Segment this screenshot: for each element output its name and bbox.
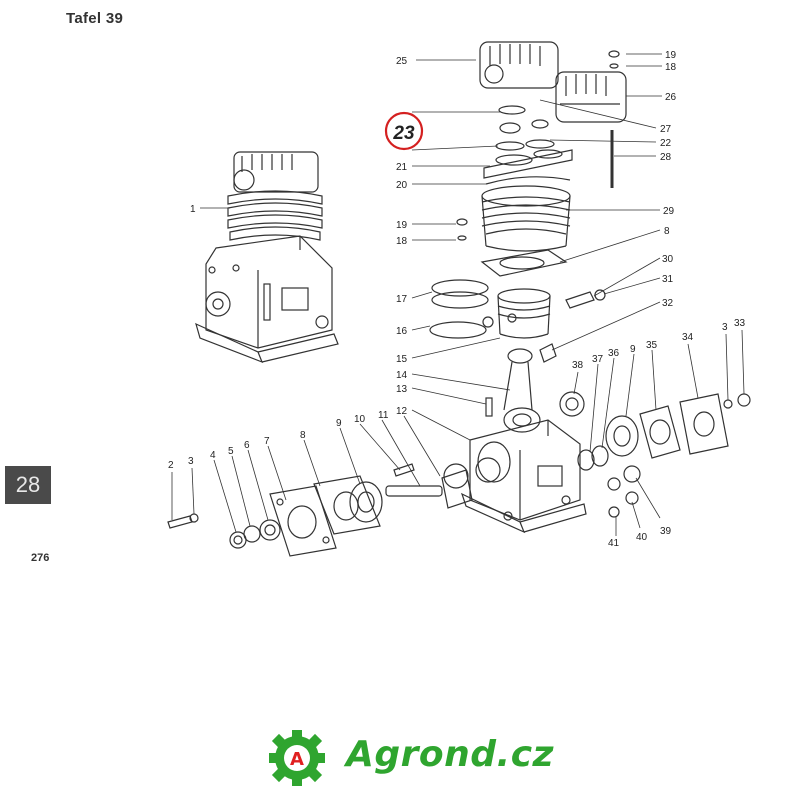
callout-18-top: 18 — [665, 62, 677, 73]
callout-41: 41 — [608, 538, 620, 549]
callout-9-left: 9 — [336, 418, 342, 429]
brand-logo[interactable]: A Agrond.cz — [264, 728, 564, 788]
callout-34: 34 — [682, 332, 694, 343]
callout-2: 2 — [168, 460, 174, 471]
callout-29: 29 — [663, 206, 675, 217]
callout-8-left: 8 — [300, 430, 306, 441]
callout-39: 39 — [660, 526, 672, 537]
callout-22: 22 — [660, 138, 672, 149]
brand-name: Agrond.cz — [346, 734, 554, 775]
crankcase-drawing — [460, 419, 587, 534]
callout-labels: 25 19 18 26 27 22 28 21 20 29 19 18 8 30… — [168, 50, 746, 549]
callout-5: 5 — [228, 446, 234, 457]
highlight-label: 23 — [392, 123, 415, 144]
callout-3-right: 3 — [722, 322, 728, 333]
callout-12: 12 — [396, 406, 408, 417]
logo-letter: A — [290, 749, 304, 770]
callout-26: 26 — [665, 92, 677, 103]
cylinder-head-drawing — [479, 41, 559, 89]
callout-30: 30 — [662, 254, 674, 265]
highlight-callout-23: 23 — [384, 111, 424, 151]
callout-40: 40 — [636, 532, 648, 543]
callout-16: 16 — [396, 326, 408, 337]
assembled-compressor-drawing — [195, 151, 339, 364]
callout-10: 10 — [354, 414, 366, 425]
callout-7: 7 — [264, 436, 270, 447]
connecting-rod-drawing — [485, 348, 541, 433]
callout-15: 15 — [396, 354, 408, 365]
valve-cover-drawing — [555, 71, 627, 123]
callout-20: 20 — [396, 180, 408, 191]
callout-8-top: 8 — [664, 226, 670, 237]
callout-18-mid: 18 — [396, 236, 408, 247]
cylinder-drawing — [481, 185, 571, 252]
gear-icon: A — [269, 730, 325, 786]
callout-28: 28 — [660, 152, 672, 163]
callout-9-right: 9 — [630, 344, 636, 355]
callout-17: 17 — [396, 294, 408, 305]
page-number: 276 — [31, 552, 50, 564]
callout-13: 13 — [396, 384, 408, 395]
callout-4: 4 — [210, 450, 216, 461]
callout-1: 1 — [190, 204, 196, 215]
callout-36: 36 — [608, 348, 620, 359]
callout-33: 33 — [734, 318, 746, 329]
callout-19-mid: 19 — [396, 220, 408, 231]
callout-37: 37 — [592, 354, 604, 365]
callout-32: 32 — [662, 298, 674, 309]
crankshaft-drawing — [385, 457, 501, 509]
callout-21: 21 — [396, 162, 408, 173]
page-tab: 28 — [5, 466, 51, 504]
callout-27: 27 — [660, 124, 672, 135]
callout-6: 6 — [244, 440, 250, 451]
callout-19-top: 19 — [665, 50, 677, 61]
leader-lines — [171, 53, 745, 536]
callout-35: 35 — [646, 340, 658, 351]
callout-31: 31 — [662, 274, 674, 285]
page-header: Tafel 39 — [66, 10, 124, 27]
callout-11: 11 — [378, 410, 389, 421]
callout-14: 14 — [396, 370, 408, 381]
callout-38: 38 — [572, 360, 584, 371]
highlight-circle — [384, 111, 424, 151]
piston-drawing — [497, 288, 551, 339]
callout-25: 25 — [396, 56, 408, 67]
callout-3-left: 3 — [188, 456, 194, 467]
